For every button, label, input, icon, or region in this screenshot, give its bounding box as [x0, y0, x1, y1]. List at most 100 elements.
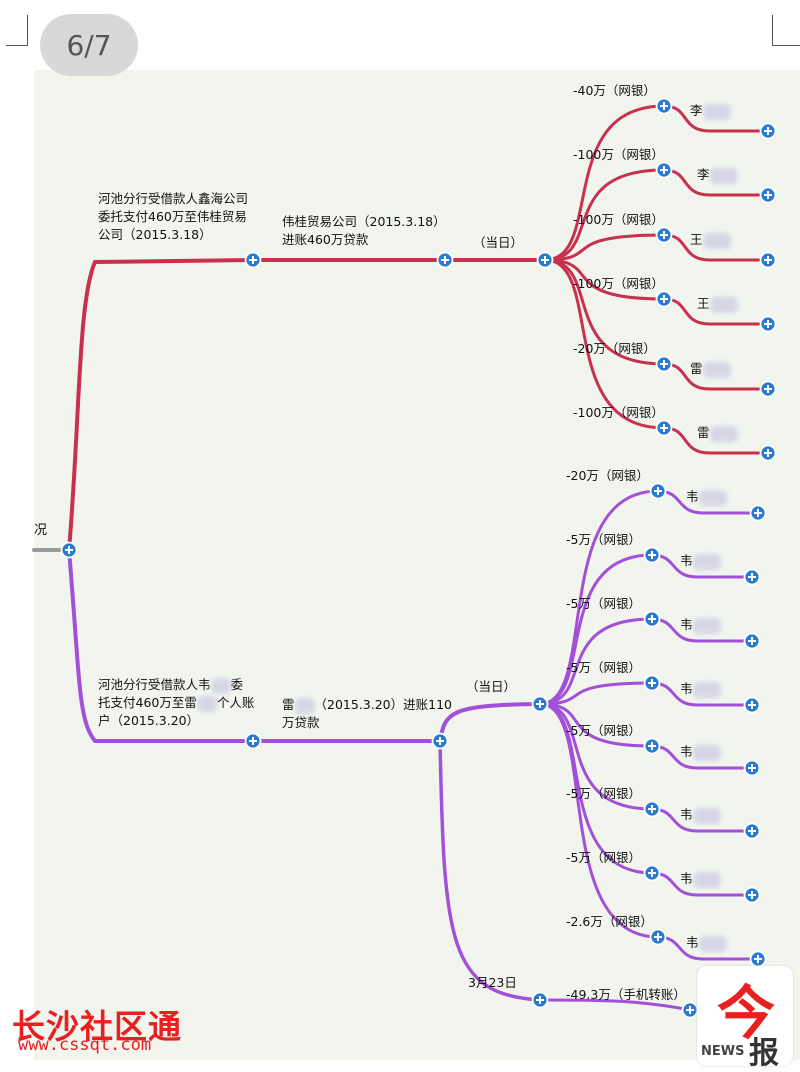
watermark-url: www.cssqt.com: [18, 1035, 152, 1055]
branch-a-transfer-edge: [543, 258, 666, 301]
recipient-name: 韦: [680, 553, 693, 568]
branch-a-recipient-node[interactable]: [759, 251, 777, 269]
branch-b-level2-label: 雷（2015.3.20）进账110 万贷款: [282, 696, 452, 732]
branch-a-recipient-node[interactable]: [759, 444, 777, 462]
branch-a-transfer-node[interactable]: [655, 355, 673, 373]
branch-b-level1-node[interactable]: [244, 732, 262, 750]
root-node[interactable]: [60, 541, 78, 559]
branch-b-transfer-node[interactable]: [643, 674, 661, 692]
redaction-blur: [210, 677, 231, 694]
branch-a-transfer-edge: [543, 104, 666, 262]
branch-b-transfer-edge: [538, 489, 660, 706]
branch-a-transfer-node[interactable]: [655, 290, 673, 308]
branch-b-recipient-node[interactable]: [743, 632, 761, 650]
crop-mark: [772, 45, 800, 47]
branch-b-transfer-edge: [538, 617, 654, 706]
branch-b-transfer-node[interactable]: [649, 482, 667, 500]
branch-b-level2-node[interactable]: [431, 732, 449, 750]
branch-b-later-child-node[interactable]: [681, 1001, 699, 1019]
redaction-blur: [692, 681, 721, 698]
recipient-label: 韦: [686, 934, 727, 952]
branch-a-level2-node[interactable]: [436, 251, 454, 269]
redaction-blur: [692, 871, 721, 888]
branch-a-transfer-edge: [543, 258, 666, 366]
branch-a-transfer-node[interactable]: [655, 226, 673, 244]
branch-b-transfer-node[interactable]: [649, 928, 667, 946]
branch-a-same-day-node[interactable]: [536, 251, 554, 269]
label-text: 个人账: [216, 695, 255, 710]
redaction-blur: [709, 296, 738, 313]
redaction-blur: [702, 232, 731, 249]
transfer-amount-label: -5万（网银）: [566, 532, 641, 547]
recipient-label: 韦: [680, 743, 721, 761]
recipient-label: 韦: [680, 680, 721, 698]
transfer-amount-label: -5万（网银）: [566, 723, 641, 738]
news-logo-bao: 报: [749, 1036, 779, 1071]
recipient-label: 王: [697, 295, 738, 313]
crop-mark: [27, 15, 29, 45]
branch-b-recipient-node[interactable]: [743, 696, 761, 714]
branch-a-recipient-node[interactable]: [759, 122, 777, 140]
label-line: 雷（2015.3.20）进账110: [282, 696, 452, 714]
transfer-amount-label: -100万（网银）: [573, 276, 664, 291]
branch-b-later-amount-label: -49.3万（手机转账）: [566, 987, 686, 1002]
branch-a-transfer-node[interactable]: [655, 97, 673, 115]
branch-b-recipient-node[interactable]: [749, 504, 767, 522]
redaction-blur: [294, 697, 315, 714]
recipient-label: 李: [690, 102, 731, 120]
transfer-amount-label: -20万（网银）: [573, 341, 656, 356]
branch-b-transfer-node[interactable]: [643, 546, 661, 564]
branch-b-transfer-edge: [538, 702, 654, 748]
branch-b-level1-label: 河池分行受借款人韦委 托支付460万至雷个人账 户（2015.3.20）: [98, 676, 254, 730]
branch-b-transfer-node[interactable]: [643, 864, 661, 882]
redaction-blur: [698, 935, 727, 952]
label-line: 户（2015.3.20）: [98, 713, 200, 728]
recipient-name: 韦: [680, 744, 693, 759]
branch-b-recipient-node[interactable]: [743, 759, 761, 777]
label-line: 进账460万贷款: [282, 232, 369, 247]
recipient-name: 韦: [680, 807, 693, 822]
branch-a-edge: [67, 258, 255, 552]
branch-b-recipient-node[interactable]: [749, 950, 767, 968]
label-line: 万贷款: [282, 715, 320, 730]
recipient-label: 雷: [690, 360, 731, 378]
branch-b-transfer-node[interactable]: [643, 610, 661, 628]
recipient-label: 韦: [680, 616, 721, 634]
branch-a-transfer-node[interactable]: [655, 161, 673, 179]
branch-b-transfer-node[interactable]: [643, 737, 661, 755]
redaction-blur: [692, 553, 721, 570]
label-line: 公司（2015.3.18）: [98, 227, 212, 242]
recipient-label: 李: [697, 166, 738, 184]
transfer-amount-label: -20万（网银）: [566, 468, 649, 483]
branch-b-later-edge: [438, 739, 542, 1002]
transfer-amount-label: -5万（网银）: [566, 850, 641, 865]
transfer-amount-label: -100万（网银）: [573, 405, 664, 420]
branch-b-same-day-node[interactable]: [531, 695, 549, 713]
branch-a-level2-label: 伟桂贸易公司（2015.3.18） 进账460万贷款: [282, 213, 446, 249]
transfer-amount-label: -100万（网银）: [573, 147, 664, 162]
recipient-name: 雷: [690, 361, 703, 376]
redaction-blur: [702, 361, 731, 378]
branch-a-recipient-node[interactable]: [759, 186, 777, 204]
branch-b-transfer-edge: [538, 702, 660, 939]
branch-a-level1-node[interactable]: [244, 251, 262, 269]
page-indicator: 6/7: [40, 14, 138, 76]
branch-b-transfer-node[interactable]: [643, 800, 661, 818]
branch-b-later-node[interactable]: [531, 991, 549, 1009]
transfer-amount-label: -40万（网银）: [573, 83, 656, 98]
branch-b-transfer-edge: [538, 553, 654, 706]
news-logo-text: NEWS: [701, 1044, 745, 1059]
branch-b-recipient-node[interactable]: [743, 822, 761, 840]
redaction-blur: [709, 425, 738, 442]
branch-a-recipient-node[interactable]: [759, 380, 777, 398]
transfer-amount-label: -5万（网银）: [566, 786, 641, 801]
transfer-amount-label: -100万（网银）: [573, 212, 664, 227]
branch-a-transfer-node[interactable]: [655, 419, 673, 437]
label-text: 托支付460万至雷: [98, 695, 197, 710]
branch-a-recipient-node[interactable]: [759, 315, 777, 333]
redaction-blur: [692, 744, 721, 761]
branch-b-recipient-node[interactable]: [743, 568, 761, 586]
recipient-name: 雷: [697, 425, 710, 440]
branch-b-recipient-node[interactable]: [743, 886, 761, 904]
label-line: 河池分行受借款人鑫海公司: [98, 191, 249, 206]
